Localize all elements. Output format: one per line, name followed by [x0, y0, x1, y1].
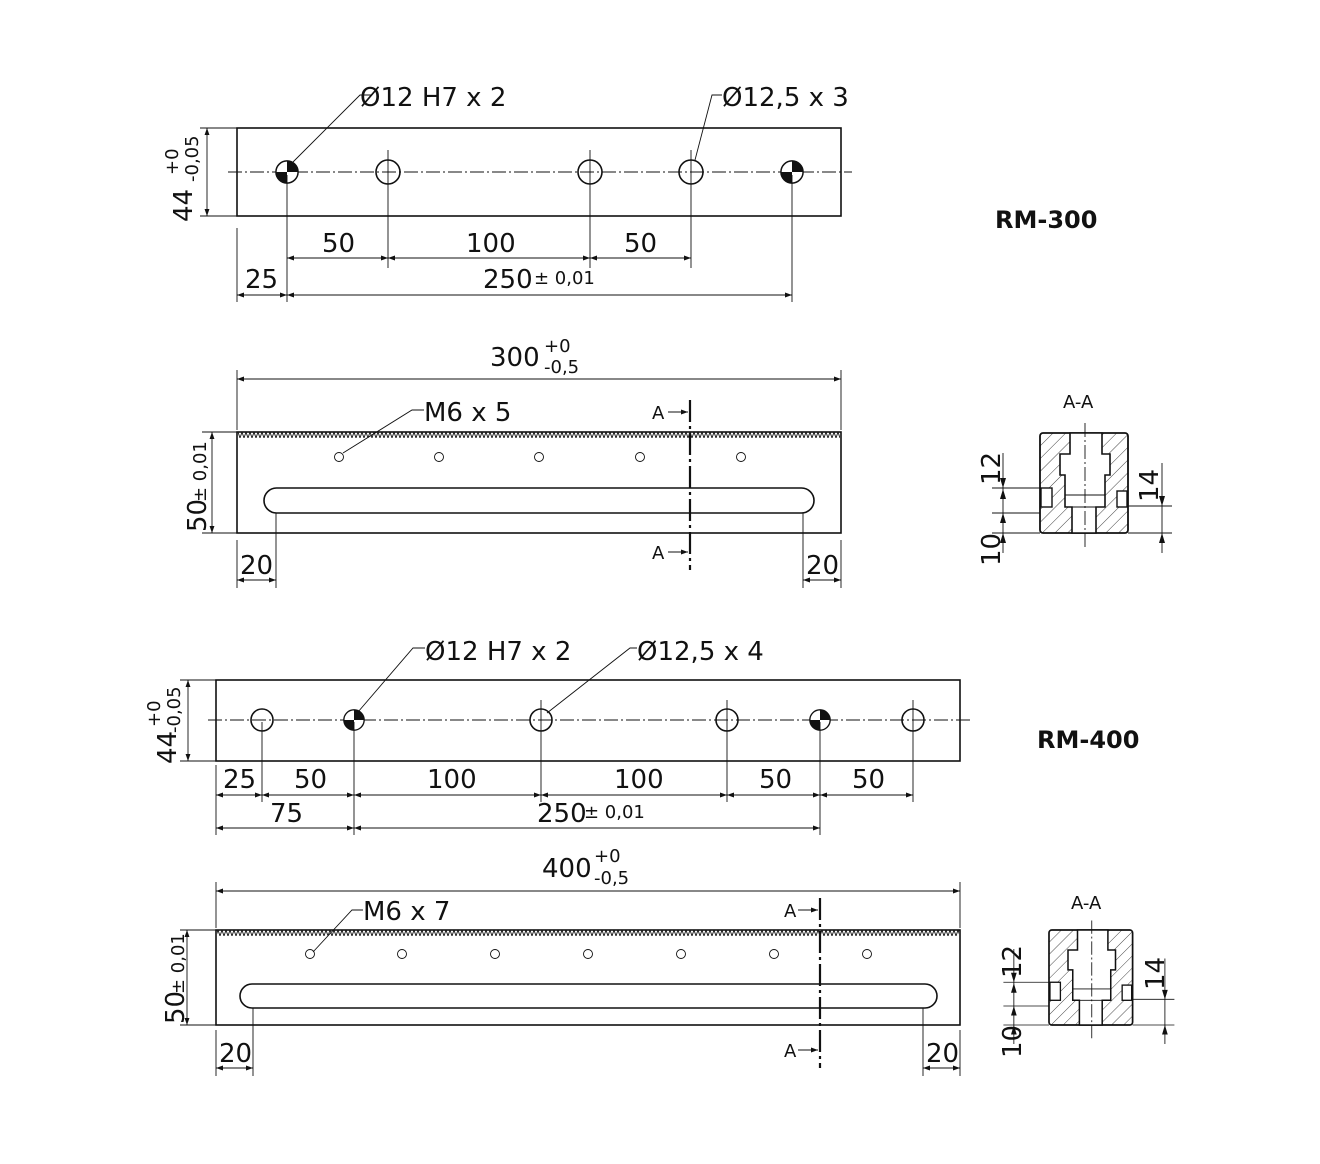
section-title: A-A [1063, 392, 1094, 413]
dim-text: 20 [240, 551, 273, 581]
dim-text: 100 [466, 229, 516, 259]
section-mark: A [652, 403, 665, 424]
callout-fit-holes: Ø12 H7 x 2 [425, 637, 571, 667]
slot [263, 487, 815, 514]
tol-plus: +0 [144, 700, 165, 727]
dim-text: 50 [759, 765, 792, 795]
dim-text: 20 [926, 1039, 959, 1069]
dim-text: 14 [1135, 469, 1165, 502]
dim-text: 50 [852, 765, 885, 795]
height-dim: 44 [169, 189, 199, 222]
tol-text: ± 0,01 [584, 802, 645, 823]
tol-text: ± 0,01 [534, 268, 595, 289]
dim-text: 50 [294, 765, 327, 795]
dim-text: 50 [322, 229, 355, 259]
section-view-a-a: A-A 12 10 14 [977, 392, 1173, 566]
dim-text: 20 [219, 1039, 252, 1069]
rm400-side-view: A A 400 +0 -0,5 50 ± 0,01 20 20 M6 x 7 [161, 846, 961, 1076]
tol-plus: +0 [162, 148, 183, 175]
section-mark: A [652, 543, 665, 564]
tol-plus: +0 [594, 846, 621, 867]
tol-plus: +0 [544, 336, 571, 357]
section-view-a-a: A-A 12 10 14 [998, 893, 1176, 1058]
callout-threads: M6 x 7 [363, 897, 450, 927]
section-title: A-A [1071, 893, 1102, 914]
tol-text: ± 0,01 [168, 933, 189, 994]
dim-text: 100 [614, 765, 664, 795]
tol-minus: -0,05 [182, 135, 203, 182]
dim-text: 12 [977, 452, 1007, 485]
height-dim: 50 [183, 499, 213, 532]
dim-text: 100 [427, 765, 477, 795]
height-dim: 44 [153, 731, 183, 764]
dim-text: 250 [537, 799, 587, 829]
dim-text: 10 [977, 533, 1007, 566]
section-mark: A [784, 1041, 797, 1062]
dim-text: 20 [806, 551, 839, 581]
tol-minus: -0,5 [594, 868, 629, 889]
dim-text: 10 [998, 1025, 1028, 1058]
dim-text: 50 [624, 229, 657, 259]
dim-text: 25 [223, 765, 256, 795]
rm300-side-view: A A 300 +0 -0,5 50 ± 0,01 20 20 M6 x 5 [183, 336, 842, 588]
dim-text: 14 [1141, 957, 1171, 990]
callout-fit-holes: Ø12 H7 x 2 [360, 83, 506, 113]
model-label: RM-300 [995, 206, 1097, 234]
model-label: RM-400 [1037, 726, 1139, 754]
dim-text: 12 [998, 945, 1028, 978]
callout-clearance-holes: Ø12,5 x 3 [722, 83, 849, 113]
section-mark: A [784, 901, 797, 922]
height-dim: 50 [161, 991, 191, 1024]
callout-clearance-holes: Ø12,5 x 4 [637, 637, 764, 667]
dim-text: 75 [270, 799, 303, 829]
dim-text: 250 [483, 265, 533, 295]
tol-minus: -0,5 [544, 357, 579, 378]
length-dim: 400 [542, 854, 592, 884]
callout-threads: M6 x 5 [424, 398, 511, 428]
length-dim: 300 [490, 343, 540, 373]
dim-text: 25 [245, 265, 278, 295]
rm400-top-view: 44 +0 -0,05 25 50 100 100 50 50 75 250 ±… [144, 637, 1139, 835]
tol-text: ± 0,01 [190, 441, 211, 502]
rm300-top-view: 44 +0 -0,05 50 100 50 25 250 ± 0,01 Ø12 … [162, 83, 1097, 302]
tol-minus: -0,05 [164, 686, 185, 733]
